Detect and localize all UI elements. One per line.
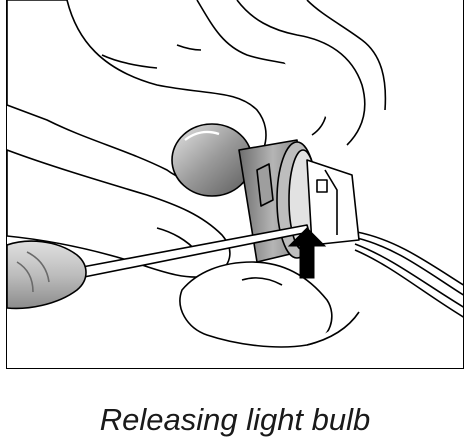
wires — [354, 231, 463, 318]
lower-hand — [179, 261, 360, 348]
up-arrow-icon — [287, 227, 327, 279]
bulb-release-illustration — [7, 0, 463, 348]
illustration-frame — [6, 0, 464, 369]
figure-caption: Releasing light bulb — [99, 402, 371, 437]
thumb — [7, 149, 231, 278]
